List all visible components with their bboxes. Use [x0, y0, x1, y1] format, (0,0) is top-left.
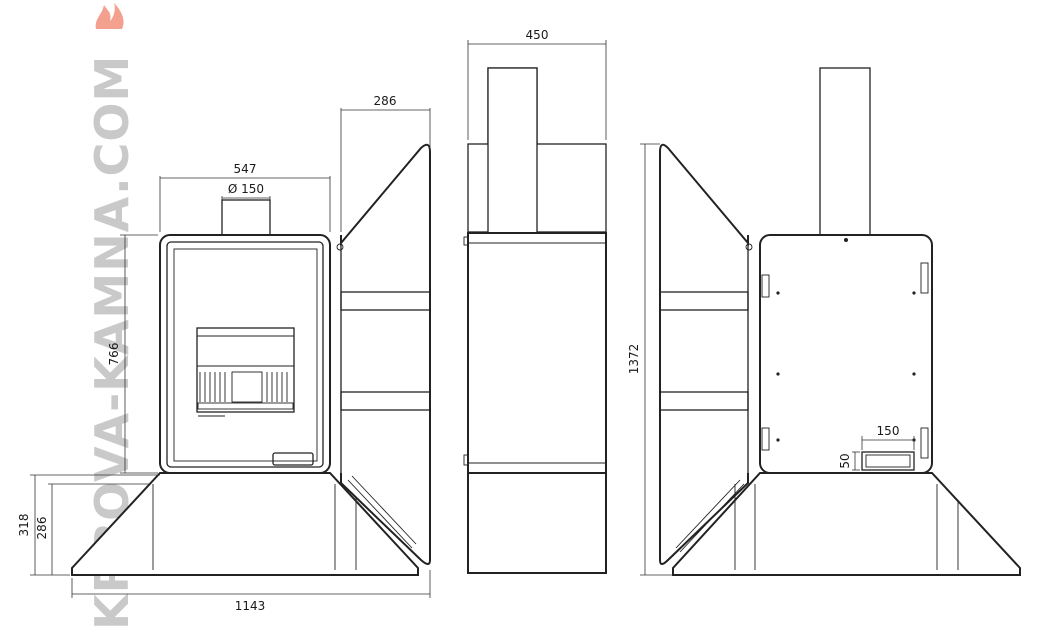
dim-label-318: 318: [17, 514, 31, 537]
air-inlet: [861, 451, 915, 471]
dim-label-286-left: 286: [35, 517, 49, 540]
front-body: [159, 234, 331, 474]
side-view: [463, 67, 607, 574]
dim-label-450: 450: [526, 28, 549, 42]
dim-label-inlet-150: 150: [877, 424, 900, 438]
side-flue-pipe-front: [487, 67, 538, 234]
back-flue-pipe: [819, 67, 871, 237]
dimension-labels: 547 Ø 150 286 450 766 1372 318 286 1143 …: [17, 28, 899, 613]
open-door-panel: [336, 143, 431, 565]
front-flue-pipe: [221, 199, 271, 237]
dim-label-1372: 1372: [627, 344, 641, 375]
dimension-lines: [30, 40, 915, 598]
dim-label-1143: 1143: [235, 599, 266, 613]
firebox-grille-right: [266, 372, 288, 402]
side-body: [467, 232, 607, 474]
door-handle: [272, 452, 314, 466]
front-view: [71, 143, 431, 576]
back-open-door-panel: [659, 143, 753, 565]
front-glass: [173, 248, 318, 462]
back-body: [759, 234, 933, 474]
dim-label-547: 547: [234, 162, 257, 176]
back-view: [659, 67, 1021, 576]
firebox: [196, 327, 295, 417]
dim-label-766: 766: [107, 343, 121, 366]
dim-label-286-top: 286: [374, 94, 397, 108]
firebox-grille-left: [199, 372, 226, 402]
back-base: [672, 472, 1021, 576]
dim-label-flue-diameter: Ø 150: [228, 182, 264, 196]
flame-icon: [95, 3, 124, 29]
dim-label-inlet-50: 50: [838, 453, 852, 468]
side-base: [467, 472, 607, 574]
front-base: [71, 472, 419, 576]
front-door-frame: [166, 241, 324, 468]
